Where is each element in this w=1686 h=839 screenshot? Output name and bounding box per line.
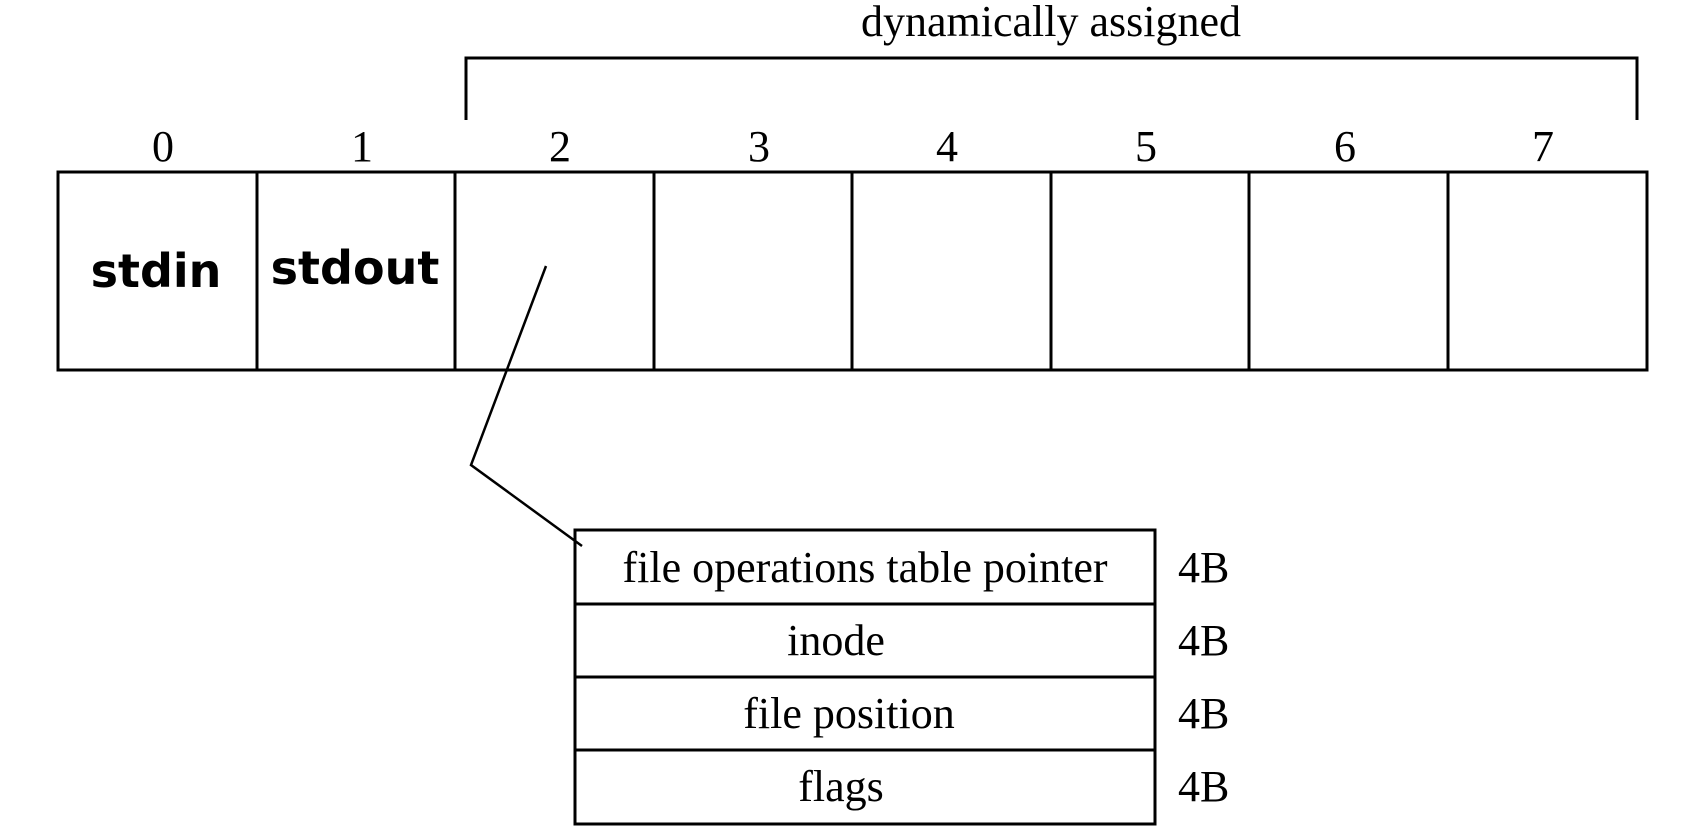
field-size-1: 4B — [1178, 616, 1229, 665]
field-inode: inode — [787, 616, 885, 665]
slot-index-2: 2 — [549, 122, 571, 171]
slot-index-labels: 0 1 2 3 4 5 6 7 — [152, 122, 1554, 171]
slot-stdin: stdin — [91, 244, 222, 298]
slot-index-4: 4 — [936, 122, 958, 171]
pointer-line — [469, 265, 583, 548]
bracket-label: dynamically assigned — [861, 0, 1241, 46]
field-size-2: 4B — [1178, 689, 1229, 738]
slot-index-5: 5 — [1135, 122, 1157, 171]
field-file-position: file position — [743, 689, 954, 738]
slot-index-3: 3 — [748, 122, 770, 171]
slot-index-0: 0 — [152, 122, 174, 171]
field-size-0: 4B — [1178, 543, 1229, 592]
field-file-operations-table-pointer: file operations table pointer — [622, 543, 1107, 592]
slot-index-6: 6 — [1334, 122, 1356, 171]
slot-index-7: 7 — [1532, 122, 1554, 171]
bracket-line — [464, 56, 1639, 120]
slot-stdout: stdout — [271, 241, 440, 295]
field-flags: flags — [798, 762, 884, 811]
dynamic-bracket: dynamically assigned — [464, 0, 1639, 120]
descriptor-table: stdin stdout — [56, 170, 1649, 372]
field-size-3: 4B — [1178, 762, 1229, 811]
file-structure: file operations table pointer inode file… — [573, 528, 1229, 826]
slot-index-1: 1 — [351, 122, 373, 171]
